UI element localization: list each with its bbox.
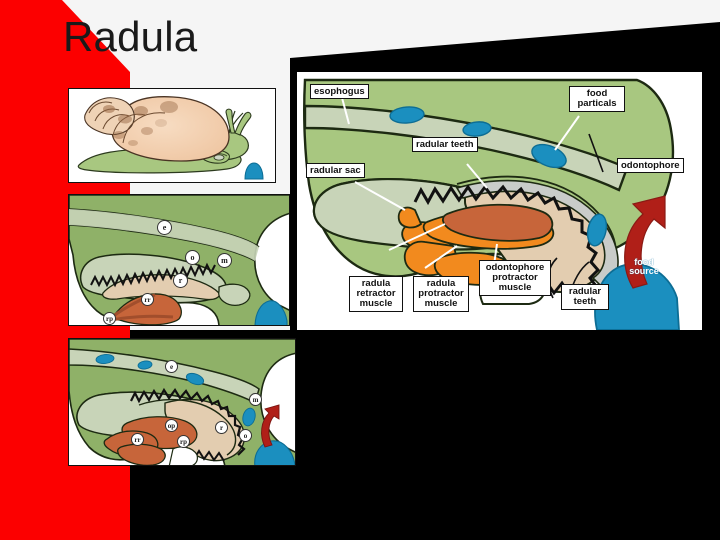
label-food-particals-line1: food <box>586 87 608 99</box>
figure-snail-overview <box>68 88 276 183</box>
label-radula-retractor-line1: radula <box>361 277 391 289</box>
label-letter-o: o <box>185 250 200 265</box>
label-letter-rr: rr <box>131 433 144 446</box>
label-letter-m: m <box>217 253 232 268</box>
label-food-source: food source <box>619 257 669 277</box>
label-radula-protractor-line1: radula <box>426 277 456 289</box>
label-odontophore-protractor-muscle: odontophore protractor muscle <box>479 260 551 296</box>
label-radular-sac: radular sac <box>306 163 365 179</box>
label-letter-m: m <box>249 393 262 406</box>
label-letter-rr: rr <box>141 293 154 306</box>
label-letter-o: o <box>239 429 252 442</box>
label-letter-r: r <box>173 273 188 288</box>
label-letter-rp: rp <box>103 312 116 325</box>
label-letter-e: e <box>157 220 172 235</box>
label-food-particals-line2: particals <box>577 97 617 109</box>
radula-retracted-illustration <box>69 195 289 325</box>
label-odontophore-protractor-line3: muscle <box>498 282 532 293</box>
label-odontophore-protractor-line2: protractor <box>492 271 538 283</box>
label-radula-protractor-muscle: radula protractor muscle <box>413 276 469 312</box>
figure-radula-feeding-mechanism: esophogus radular sac radular teeth food… <box>297 72 702 330</box>
label-letter-e: e <box>165 360 178 373</box>
page-title: Radula <box>63 13 198 60</box>
label-food-particals: food particals <box>569 86 625 112</box>
figure-radula-retracted: e o r m rr rp <box>68 194 290 326</box>
label-radular-teeth-b-line1: radular <box>568 285 602 297</box>
label-food-source-line1: food <box>634 257 654 267</box>
label-radula-protractor-line3: muscle <box>424 298 458 309</box>
label-food-source-line2: source <box>629 266 659 277</box>
label-letter-rp: rp <box>177 435 190 448</box>
label-letter-op: op <box>165 419 178 432</box>
label-esophogus: esophogus <box>310 84 369 100</box>
label-radular-teeth-b-line2: teeth <box>573 295 597 307</box>
label-radula-retractor-line2: retractor <box>356 287 396 299</box>
label-radula-protractor-line2: protractor <box>418 287 464 299</box>
label-odontophore-protractor-line1: odontophore <box>485 261 545 273</box>
label-radula-retractor-muscle: radula retractor muscle <box>349 276 403 312</box>
figure-radula-protracted: e m op rp r o rr <box>68 338 296 466</box>
label-radular-teeth-top: radular teeth <box>412 137 478 153</box>
label-radular-teeth-bottom: radular teeth <box>561 284 609 310</box>
snail-illustration <box>69 89 275 182</box>
label-odontophore: odontophore <box>617 158 684 174</box>
label-letter-r: r <box>215 421 228 434</box>
label-radula-retractor-line3: muscle <box>359 298 393 309</box>
